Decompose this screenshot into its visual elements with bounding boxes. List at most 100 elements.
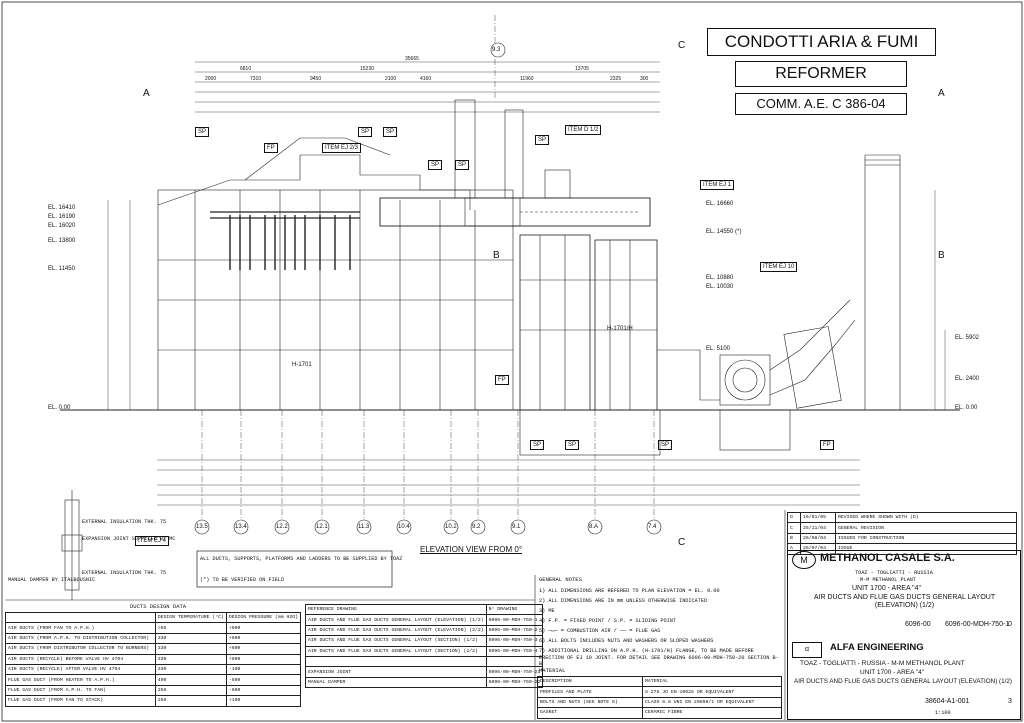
table-cell [305, 655, 487, 668]
item-label: ITEM EJ 1 [700, 180, 735, 190]
table-cell: 6096-00-MDH-750-2 [485, 624, 544, 637]
table-cell: FLUE GAS DUCT (FROM A.P.H. TO FAN) [5, 684, 156, 697]
dimension: 35665 [405, 56, 419, 62]
table-cell: 6096-00-MDH-750-3 [485, 635, 544, 647]
elevation-label: EL. 5902 [955, 335, 980, 341]
table-cell: -500 [225, 674, 302, 686]
table-cell: AIR DUCTS (RECYCLE) BEFORE VALVE HV 4704 [5, 653, 156, 665]
section-marker-a-right: A [938, 88, 945, 99]
elevation-label: EL. 16020 [48, 223, 76, 229]
insulation-note: EXPANSION JOINT SUPPLIED BY MC [82, 536, 176, 542]
plant-line: M-M METHANOL PLANT [860, 577, 917, 583]
support-label: SP [530, 440, 545, 450]
table-cell: 6096-00-MDH-750-1 [485, 614, 544, 626]
item-label: ITEM EJ 2/3 [322, 143, 362, 153]
title-ducts: CONDOTTI ARIA & FUMI [707, 28, 936, 56]
table-cell: +600 [225, 622, 302, 634]
general-note: 7) ADDITIONAL DRILLING ON A.P.H. (H-1701… [539, 648, 779, 668]
table-cell: S 275 JO EN-10025 OR EQUIVALENT [642, 686, 782, 698]
column-marker: 9.2 [472, 524, 481, 530]
support-label: SP [383, 127, 398, 137]
table-cell: 330 [154, 663, 227, 676]
support-label: SP [195, 127, 210, 137]
column-marker: 10.4 [398, 524, 410, 530]
dimension: 6810 [240, 66, 252, 72]
table-cell: FLUE GAS DUCT (FROM FAN TO STACK) [5, 695, 156, 707]
insulation-note: EXTERNAL INSULATION THK. 75 [82, 570, 167, 576]
dimension: 13705 [575, 66, 589, 72]
general-note: 6) ALL BOLTS INCLUDES NUTS AND WASHERS O… [539, 638, 714, 644]
table-cell: AIR DUCTS (FROM FAN TO A.P.H.) [5, 622, 156, 634]
dimension: 4160 [420, 76, 432, 82]
elevation-label: EL. 10030 [706, 284, 734, 290]
location-line: TOAZ - TOGLIATTI - RUSSIA [855, 570, 933, 576]
column-marker: 10.2 [445, 524, 457, 530]
revision-number: 0 [1008, 621, 1012, 628]
job-number: 6096-00 [905, 621, 931, 628]
drawing-title-2: AIR DUCTS AND FLUE GAS DUCTS GENERAL LAY… [794, 678, 1012, 685]
table-cell: GENERAL REVISION [835, 522, 1017, 534]
unit-line: UNIT 1700 - AREA "4" [852, 585, 922, 592]
table-cell: +600 [225, 632, 302, 645]
table-cell: 330 [154, 632, 227, 645]
section-marker-c-top: C [678, 40, 686, 51]
table-cell: MANUAL DAMPER [305, 676, 487, 689]
table-cell: -600 [225, 684, 302, 697]
table-cell: D [787, 511, 801, 524]
table-cell: 330 [154, 653, 227, 665]
general-note: 5) —▭— = COMBUSTION AIR / —— = FLUE GAS [539, 628, 661, 634]
table-cell: GASKET [537, 707, 643, 719]
header-cell: DESIGN PRESSURE (mm H2O) [225, 611, 302, 624]
header-cell: REFERENCE DRAWING [305, 603, 487, 616]
column-marker: 13.4 [235, 524, 247, 530]
table-cell: 6096-00-MDH-750-22 [485, 676, 544, 689]
ducts-table-title: DUCTS DESIGN DATA [130, 603, 187, 610]
drawing-title: AIR DUCTS AND FLUE GAS DUCTS GENERAL LAY… [813, 594, 996, 609]
table-cell [485, 655, 544, 668]
elevation-label: EL. 0.00 [48, 405, 71, 411]
alfa-engineering: ALFA ENGINEERING [830, 642, 924, 653]
dimension: 2325 [610, 76, 622, 82]
dimension: 300 [640, 76, 649, 82]
table-cell: BOLTS AND NUTS (SEE NOTE 6) [537, 696, 643, 709]
dimension: 2100 [385, 76, 397, 82]
support-label: FP [820, 440, 834, 450]
table-cell: 256 [154, 684, 227, 697]
elevation-label: EL. 10880 [706, 275, 734, 281]
table-cell: >55 [154, 622, 227, 634]
column-marker: 11.3 [358, 524, 370, 530]
table-cell: AIR DUCTS AND FLUE GAS DUCTS GENERAL LAY… [305, 635, 487, 647]
table-cell: +600 [225, 653, 302, 665]
table-cell: REVISED WHERE SHOWN WITH (D) [835, 511, 1017, 524]
table-cell: 25/11/04 [800, 522, 836, 534]
table-cell: +100 [225, 695, 302, 707]
elevation-label: EL. 16410 [48, 205, 76, 211]
equipment-label: H-1701/H [607, 326, 633, 332]
section-marker-b-right: B [938, 250, 945, 261]
table-cell: AIR DUCTS AND FLUE GAS DUCTS GENERAL LAY… [305, 624, 487, 637]
section-marker-a-left: A [143, 88, 150, 99]
company-name: METHANOL CASALE S.A. [820, 552, 955, 564]
elevation-label: EL. 0.00 [955, 405, 978, 411]
support-label: FP [264, 143, 278, 153]
ducts-table: DESIGN TEMPERATURE (°C)DESIGN PRESSURE (… [5, 611, 302, 707]
drawing-number-2: 38604-A1-001 [925, 698, 970, 705]
table-cell: ISSUE [835, 543, 1017, 555]
table-cell: AIR DUCTS (FROM A.P.H. TO DISTRIBUTION C… [5, 632, 156, 645]
table-cell: AIR DUCTS (RECYCLE) AFTER VALVE HV 4704 [5, 663, 156, 676]
general-note: 1) ALL DIMENSIONS ARE REFERED TO PLAN EL… [539, 588, 720, 594]
table-cell: 6096-00-MDH-750-21 [485, 666, 544, 678]
material-title: MATERIAL [539, 667, 566, 674]
column-marker: 13.5 [196, 524, 208, 530]
title-reformer: REFORMER [735, 61, 907, 87]
dimension: 9450 [310, 76, 322, 82]
general-note: 4) F.P. = FIXED POINT / S.P. = SLIDING P… [539, 618, 676, 624]
general-notes-title: GENERAL NOTES [539, 576, 582, 583]
table-cell: AIR DUCTS (FROM DISTRIBUTOR COLLECTOR TO… [5, 643, 156, 655]
dimension: 15230 [360, 66, 374, 72]
casale-logo-icon: M [792, 551, 816, 569]
header-cell: DESIGN TEMPERATURE (°C) [154, 611, 227, 624]
support-label: SP [658, 440, 673, 450]
header-cell: N° DRAWING [485, 603, 544, 616]
